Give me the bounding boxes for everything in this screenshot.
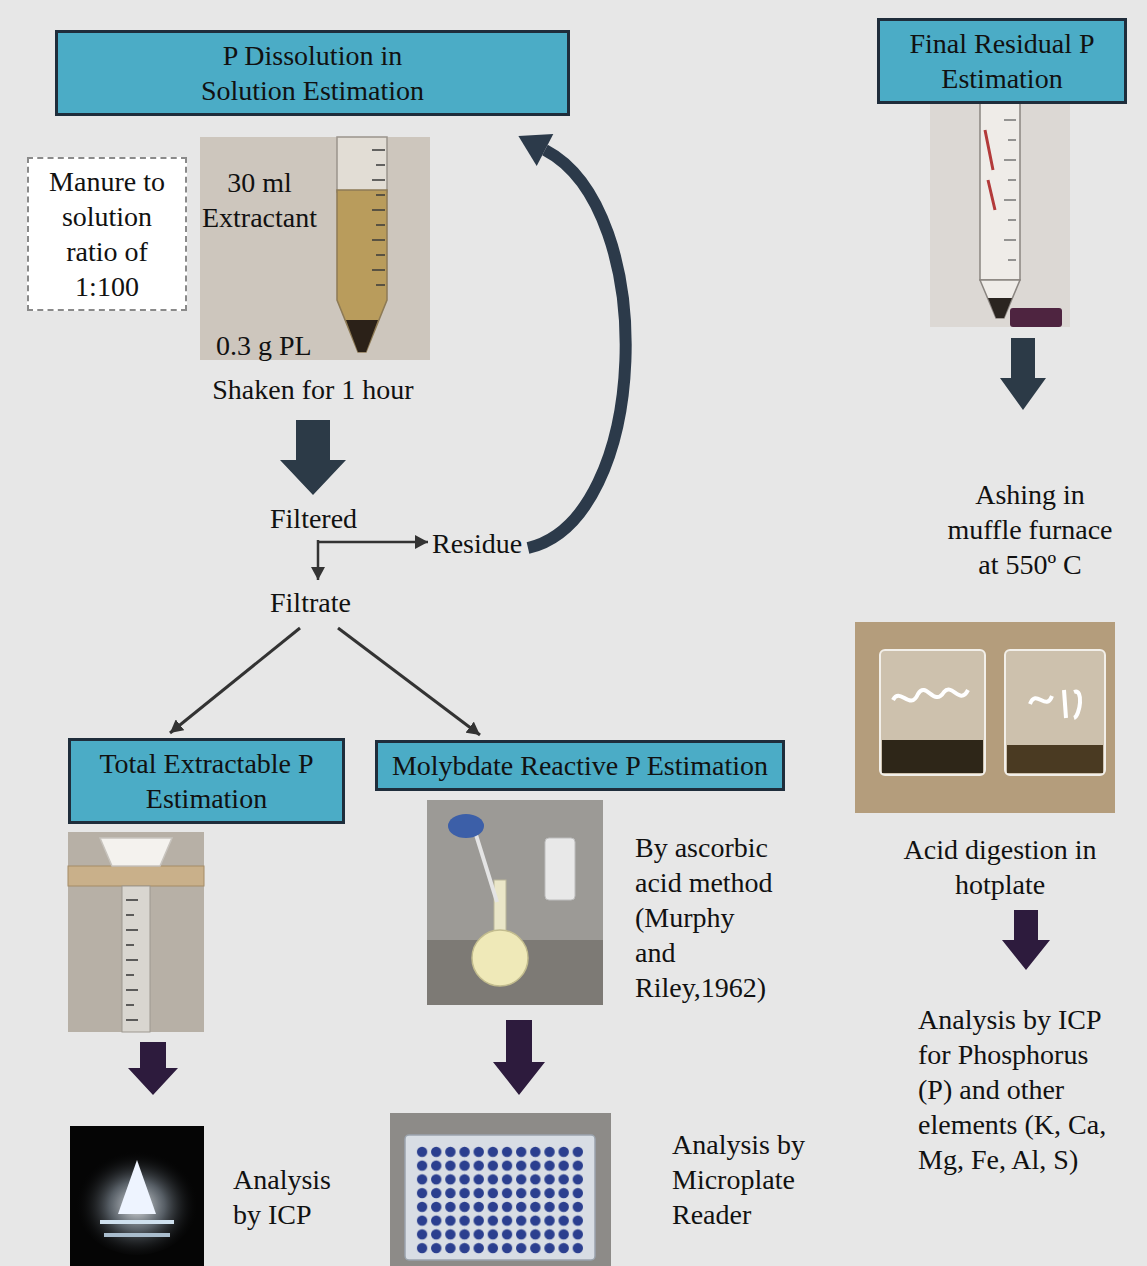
photo-ground: [855, 622, 1115, 813]
photo-ground: [68, 832, 204, 1032]
microplate-photo: [390, 1113, 611, 1266]
heading-text: P Dissolution in Solution Estimation: [193, 38, 433, 108]
plasma-glow: [75, 1145, 199, 1255]
beaker-liquid: [1007, 745, 1103, 773]
wash-bottle: [545, 838, 575, 900]
heading-box: Molybdate Reactive P Estimation: [375, 740, 785, 791]
block-arrow: [493, 1020, 545, 1095]
funnel: [100, 838, 172, 866]
flow-line: [318, 541, 428, 544]
tube-graduations: [372, 150, 385, 285]
microplate: [405, 1135, 595, 1260]
flow-line: [317, 540, 320, 580]
beakers-photo: [855, 622, 1115, 813]
torch-band: [100, 1220, 174, 1224]
tube-graduations: [1004, 120, 1016, 260]
photo-label: 0.3 g PL: [216, 328, 326, 363]
photo-ground: [427, 800, 603, 1005]
step-label: Acid digestion in hotplate: [880, 832, 1120, 902]
torch-band: [104, 1233, 170, 1237]
step-label: Shaken for 1 hour: [198, 372, 428, 407]
lab-photo: [427, 800, 603, 1005]
step-label: Residue: [432, 526, 528, 561]
return-arrow-head: [518, 134, 553, 166]
microplate-wells: [415, 1145, 585, 1255]
photo-ground: [390, 1113, 611, 1266]
icp-photo: [70, 1126, 204, 1266]
step-label: Ashing in muffle furnace at 550º C: [940, 477, 1120, 582]
volumetric-flask: [472, 930, 528, 986]
heading-text: Manure to solution ratio of 1:100: [42, 164, 172, 304]
photo-ground: [70, 1126, 204, 1266]
beaker: [1005, 650, 1105, 775]
heading-text: Molybdate Reactive P Estimation: [392, 748, 768, 783]
block-arrow: [1002, 910, 1050, 970]
heading-box: Total Extractable P Estimation: [68, 738, 345, 824]
flow-line: [338, 628, 480, 735]
tube-marking: [985, 130, 995, 210]
heading-text: Total Extractable P Estimation: [87, 746, 327, 816]
funnel-stand: [68, 866, 204, 886]
method-note: By ascorbic acid method (Murphy and Rile…: [635, 830, 779, 1005]
step-label: Filtered: [270, 501, 370, 536]
block-arrow: [128, 1042, 178, 1095]
flow-line: [170, 628, 300, 733]
block-arrow: [1000, 338, 1046, 410]
heading-text: Final Residual P Estimation: [892, 26, 1112, 96]
funnel-photo: [68, 832, 204, 1032]
beaker-marking: [1030, 690, 1080, 718]
photo-ground: [930, 100, 1070, 327]
gloved-hand: [448, 814, 484, 838]
photo-label: 30 ml Extractant: [197, 165, 322, 235]
block-arrow: [280, 420, 346, 495]
beaker-marking: [893, 689, 968, 700]
tube-residue: [988, 298, 1012, 318]
plasma-torch: [118, 1160, 156, 1214]
step-label: Filtrate: [270, 585, 370, 620]
step-label: Analysis by ICP: [233, 1162, 353, 1232]
tube-liquid: [337, 190, 387, 352]
tube-sediment: [346, 320, 378, 352]
heading-box: Final Residual P Estimation: [877, 18, 1127, 104]
step-label: Analysis by ICP for Phosphorus (P) and o…: [918, 1002, 1123, 1177]
beaker-liquid: [882, 740, 983, 773]
residue-tube-photo: [930, 100, 1070, 327]
collection-tube: [122, 886, 150, 1032]
step-label: Analysis by Microplate Reader: [672, 1127, 822, 1232]
note-box: Manure to solution ratio of 1:100: [27, 157, 187, 311]
flask-neck: [494, 880, 506, 936]
beaker: [880, 650, 985, 775]
tube-cap: [1010, 308, 1062, 327]
return-curve: [528, 150, 626, 548]
heading-box: P Dissolution in Solution Estimation: [55, 30, 570, 116]
tube-body: [980, 100, 1020, 280]
tube-graduations: [126, 900, 138, 1020]
